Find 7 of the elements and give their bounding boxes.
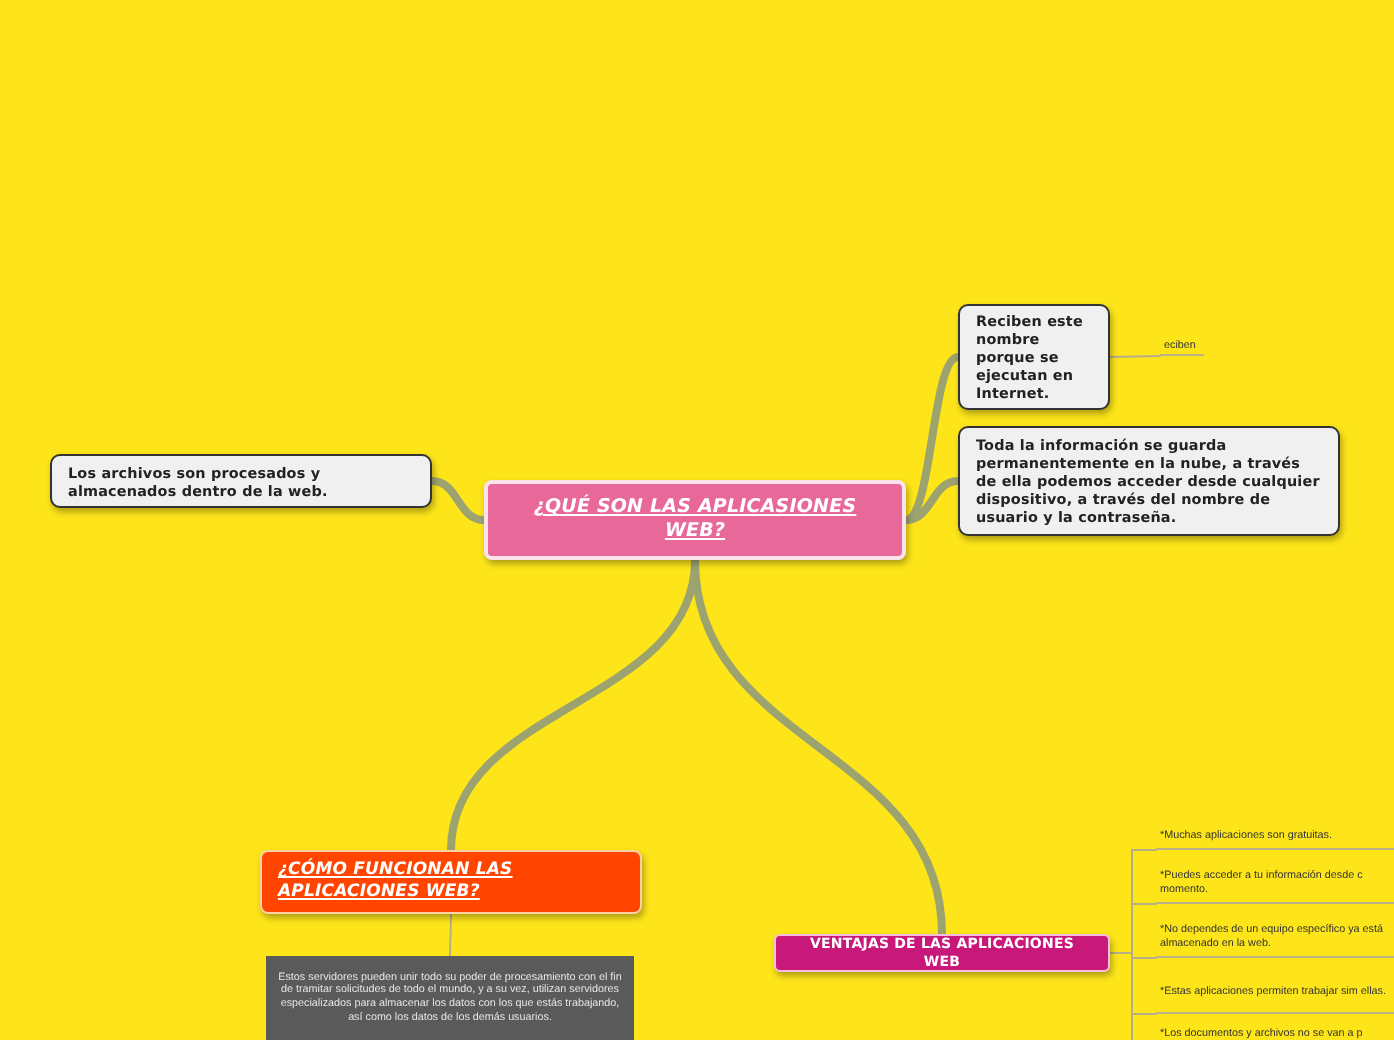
connector-line	[691, 556, 946, 938]
connector-line	[1109, 355, 1161, 358]
topic-box: ¿CÓMO FUNCIONAN LAS APLICACIONES WEB?	[260, 850, 642, 914]
central-topic-box: ¿QUÉ SON LAS APLICASIONES WEB?	[484, 480, 906, 560]
connector-line	[428, 477, 488, 524]
connector-line	[902, 477, 962, 524]
connector-line	[449, 913, 452, 957]
